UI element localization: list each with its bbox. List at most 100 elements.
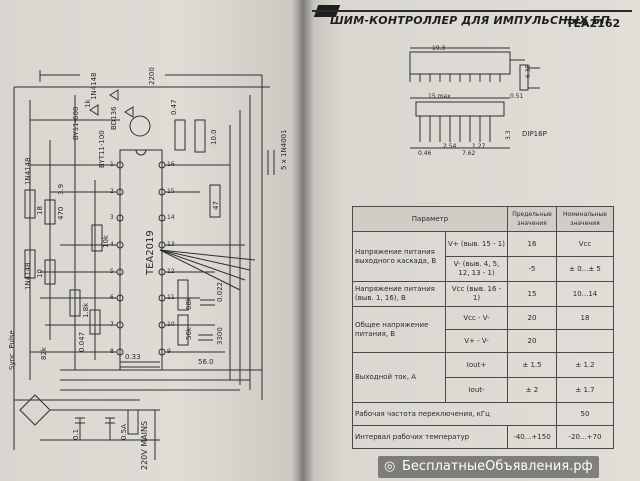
table-cell: V+ - V-: [445, 329, 508, 353]
diode-label: 1N4148: [24, 157, 32, 185]
package-dim: 1.27: [472, 143, 486, 150]
table-cell: 10...14: [556, 281, 614, 307]
table-cell: ± 1.7: [556, 377, 614, 403]
cap-label: 56.0: [198, 358, 214, 366]
table-cell: -20...+70: [556, 425, 614, 449]
diode-label: BD136: [110, 106, 118, 130]
schematic-drawing: [13, 70, 275, 460]
table-cell: Общее напряжение питания, В: [352, 306, 446, 353]
cap-label: 0.047: [78, 331, 86, 352]
cap-label: 470: [57, 206, 65, 220]
table-cell: Рабочая частота переключения, кГц: [352, 402, 557, 426]
diode-label: BY11-600: [72, 106, 80, 141]
pin-number: 4: [110, 241, 114, 248]
left-page-schematic: TEA2019 220V MAINS Sync. Pulse 5 x 1N400…: [0, 0, 305, 481]
mains-label: 220V MAINS: [140, 420, 149, 470]
table-cell: Интервал рабочих температур: [352, 425, 508, 449]
cap-label: 10.0: [210, 129, 218, 145]
resistor-label: 1.8k: [82, 302, 90, 318]
chip-name: TEA2162: [566, 17, 621, 30]
pin-number: 14: [167, 214, 175, 221]
table-cell: Напряжение питания выходного каскада, В: [352, 231, 446, 282]
pin-number: 10: [167, 321, 175, 328]
watermark-banner: ◎ БесплатныеОбъявления.рф: [378, 456, 599, 478]
pin-number: 3: [110, 214, 114, 221]
pin-number: 1: [110, 161, 114, 168]
package-front-view: [415, 101, 505, 117]
table-cell: ± 1.5: [507, 352, 557, 378]
resistor-label: 82k: [40, 347, 48, 360]
pin-number: 5: [110, 268, 114, 275]
book-spine: [292, 0, 314, 481]
watermark-icon: ◎: [384, 459, 396, 474]
transistor-bd136: [129, 115, 151, 137]
table-row: V- (выв. 4, 5, 12, 13 - 1) -5 ± 0...± 5: [353, 256, 614, 282]
pin-number: 7: [110, 321, 114, 328]
table-row: V+ - V- 20: [353, 329, 614, 353]
diode-label: 1N4148: [24, 262, 32, 290]
parameters-table: Параметр Предельные значения Номинальные…: [352, 206, 614, 449]
diode-label: BYT11-100: [98, 130, 106, 168]
pin-number: 11: [167, 294, 175, 301]
table-cell: [556, 329, 614, 353]
table-cell: Напряжение питания (выв. 1, 16), В: [352, 281, 446, 307]
resistor-label: 10: [36, 269, 44, 278]
table-row: Рабочая частота переключения, кГц 50: [352, 402, 614, 426]
header-rule: [312, 10, 632, 12]
table-row: Интервал рабочих температур -40...+150 -…: [352, 425, 614, 449]
table-cell: Vcc (выв. 16 - 1): [445, 281, 508, 307]
table-header-row: Параметр Предельные значения Номинальные…: [352, 206, 614, 232]
pin-number: 6: [110, 294, 114, 301]
table-cell: -40...+150: [507, 425, 557, 449]
table-cell: Vcc - V-: [445, 306, 508, 330]
resistor-label: 56k: [185, 327, 193, 340]
table-row: Iout- ± 2 ± 1.7: [353, 377, 614, 403]
table-header-cell: Номинальные значения: [556, 206, 614, 232]
ic-label: TEA2019: [145, 230, 156, 275]
cap-label: 47: [212, 201, 220, 210]
table-cell: 18: [556, 306, 614, 330]
table-row: Напряжение питания выходного каскада, В …: [352, 231, 614, 282]
table-header-cell: Предельные значения: [507, 206, 557, 232]
fuse-label: 0.5A: [120, 424, 128, 440]
table-cell: 15: [507, 281, 557, 307]
table-cell: V+ (выв. 15 - 1): [445, 231, 508, 257]
package-dim: 6.35: [525, 64, 532, 78]
table-row: Общее напряжение питания, В Vcc - V- 20 …: [352, 306, 614, 353]
package-drawing: [409, 47, 540, 149]
table-header-cell: Параметр: [352, 206, 508, 232]
table-cell: ± 2: [507, 377, 557, 403]
package-dim: 19.3: [432, 45, 446, 52]
table-cell: 20: [507, 306, 557, 330]
resistor-label: 18: [36, 206, 44, 215]
pin-number: 8: [110, 348, 114, 355]
table-row: Выходной ток, А Iout+ ± 1.5 ± 1.2: [352, 352, 614, 403]
package-dim: 3.3: [505, 130, 512, 140]
package-dim: 0.51: [510, 93, 524, 100]
cap-label: 2200: [148, 67, 156, 85]
table-cell: Iout-: [445, 377, 508, 403]
watermark-text: БесплатныеОбъявления.рф: [402, 459, 593, 474]
resistor-label: 10k: [102, 235, 110, 248]
table-cell: -5: [507, 256, 557, 282]
pin-number: 13: [167, 241, 175, 248]
table-cell: ± 1.2: [556, 352, 614, 378]
sync-label: Sync. Pulse: [8, 330, 16, 370]
resistor-label: 1k: [84, 99, 92, 108]
package-dim: 0.46: [418, 150, 432, 157]
page-title: ШИМ-КОНТРОЛЛЕР ДЛЯ ИМПУЛЬСНЫХ БП: [330, 14, 611, 27]
pin-number: 9: [167, 348, 171, 355]
package-side-view: [519, 64, 529, 91]
table-cell: V- (выв. 4, 5, 12, 13 - 1): [445, 256, 508, 282]
ic-pins: [116, 161, 166, 356]
package-dim: 15 max: [428, 93, 451, 100]
package-dim: 7.62: [462, 150, 476, 157]
cap-label: 0.022: [216, 281, 224, 302]
diode-label: 1N4148: [90, 72, 98, 100]
table-cell: 50: [556, 402, 614, 426]
package-name: DIP16P: [522, 130, 547, 138]
package-dim: 2.54: [443, 143, 457, 150]
package-top-view: [409, 51, 511, 75]
table-row: Напряжение питания (выв. 1, 16), В Vcc (…: [352, 281, 614, 307]
table-cell: Выходной ток, А: [352, 352, 446, 403]
